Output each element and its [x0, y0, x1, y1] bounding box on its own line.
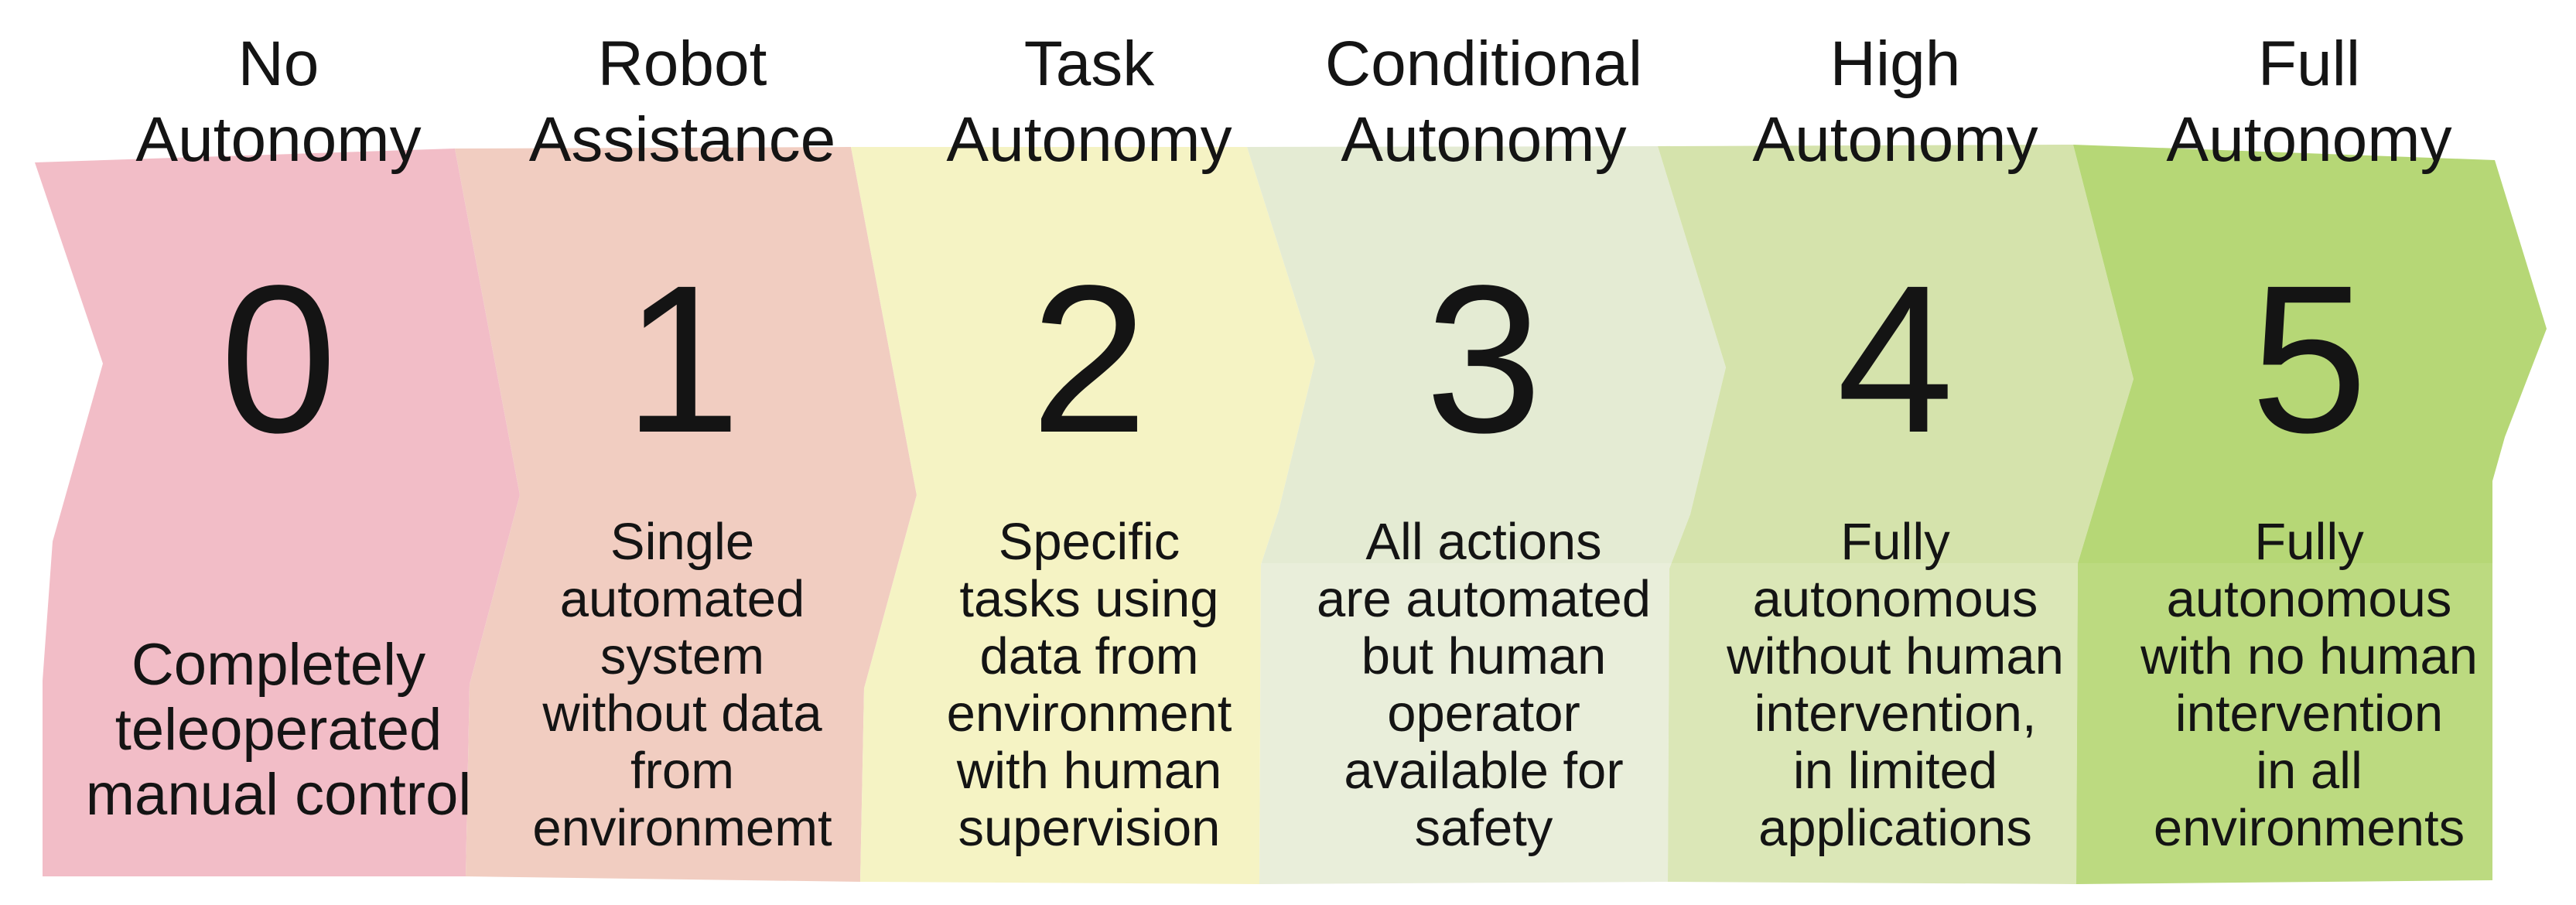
- chevron-arrow-shape-1: [455, 147, 917, 882]
- chevron-level-number-4: 4: [1836, 241, 1954, 476]
- chevron-description-1: Single automated system without data fro…: [532, 513, 832, 857]
- chevron-description-4: Fully autonomous without human intervent…: [1727, 513, 2064, 857]
- chevron-description-2: Specific tasks using data from environme…: [946, 513, 1232, 857]
- chevron-arrow-shape-3: [1247, 146, 1726, 884]
- chevron-title-4: High Autonomy: [1752, 29, 2038, 175]
- chevron-description-0: Completely teleoperated manual control: [85, 632, 472, 828]
- chevron-arrow-shape-0: [35, 149, 520, 876]
- chevron-description-3: All actions are automated but human oper…: [1316, 513, 1652, 857]
- chevron-title-0: No Autonomy: [135, 29, 422, 175]
- chevron-level-number-3: 3: [1425, 241, 1543, 476]
- chevron-arrow-shape-5: [2073, 145, 2547, 884]
- chevron-description-5: Fully autonomous with no human intervent…: [2140, 513, 2478, 857]
- chevron-title-3: Conditional Autonomy: [1324, 29, 1643, 175]
- chevron-title-5: Full Autonomy: [2166, 29, 2452, 175]
- chevron-level-number-2: 2: [1030, 241, 1148, 476]
- chevron-level-number-1: 1: [624, 241, 741, 476]
- chevron-arrow-shape-2: [851, 147, 1315, 884]
- chevron-level-number-0: 0: [220, 241, 337, 476]
- chevron-title-2: Task Autonomy: [946, 29, 1232, 175]
- chevron-title-1: Robot Assistance: [528, 29, 836, 175]
- chevron-arrow-shape-4: [1658, 145, 2134, 884]
- chevron-level-number-5: 5: [2250, 241, 2368, 476]
